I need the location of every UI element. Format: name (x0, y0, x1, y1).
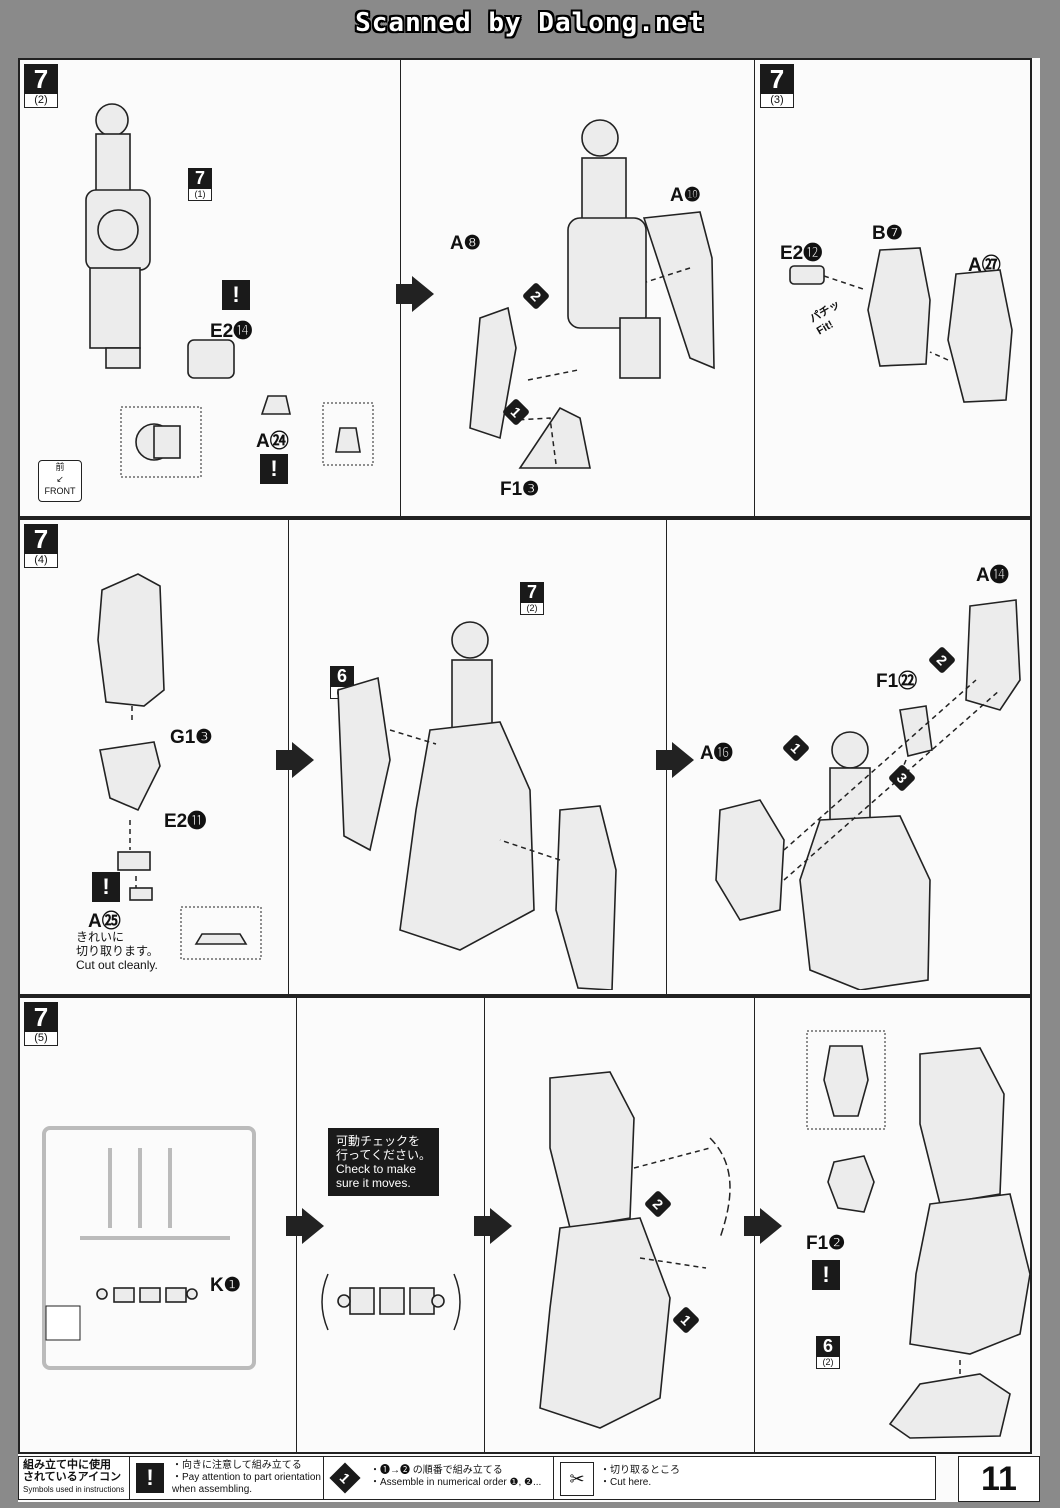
warning-icon: ! (260, 454, 288, 484)
scanner-watermark: Scanned by Dalong.net (355, 8, 705, 38)
part-a24-illustration (260, 395, 291, 415)
legend-cell-cut: ✂ ・切り取るところ・Cut here. (553, 1457, 734, 1499)
ref-badge-7-2: 7(2) (520, 582, 544, 615)
part-label-e2-11: E2⓫ (164, 811, 207, 832)
waist-parts-illustration (789, 247, 1013, 403)
part-label-a24: A㉔ (256, 431, 289, 452)
leg-frame-illustration (85, 103, 151, 369)
part-a25-illustration (129, 887, 153, 901)
cut-note: きれいに切り取ります。Cut out cleanly. (76, 930, 159, 972)
detail-box (120, 406, 202, 478)
next-arrow-icon (286, 1208, 324, 1244)
joint-part-illustration (321, 1273, 461, 1331)
leg-assembly-illustration (469, 119, 715, 469)
warning-icon: ! (136, 1463, 164, 1493)
instruction-sheet: 7(2) 7(1) ! E2⓮ A㉔ ! (18, 58, 1040, 1502)
leg-with-armor-illustration (337, 621, 617, 990)
step-badge-7-3: 7(3) (760, 64, 794, 108)
leg-foot-illustration (888, 1047, 1030, 1439)
part-label-a16: A⓰ (700, 743, 733, 764)
part-label-a8: A❽ (450, 233, 481, 254)
step-badge-7-4: 7(4) (24, 524, 58, 568)
part-label-e2-14: E2⓮ (210, 321, 253, 342)
next-arrow-icon (474, 1208, 512, 1244)
part-label-f1-2: F1❷ (806, 1233, 846, 1254)
warning-icon: ! (92, 872, 120, 902)
page-number: 11 (958, 1456, 1040, 1502)
foot-armor-illustration (827, 1155, 875, 1213)
part-e2-illustration (187, 339, 235, 379)
detail-box (806, 1030, 886, 1130)
leg-final-illustration (715, 599, 1021, 990)
part-label-k1: K❶ (210, 1275, 241, 1296)
part-label-e2-12: E2⓬ (780, 243, 823, 264)
front-direction-icon: 前↙FRONT (38, 460, 82, 502)
runner-k-illustration (42, 1126, 256, 1370)
detail-box (180, 906, 262, 960)
cut-here-icon: ✂ (560, 1462, 594, 1496)
next-arrow-icon (276, 742, 314, 778)
part-label-a14: A⓮ (976, 565, 1009, 586)
row-step-7-2-3: 7(2) 7(1) ! E2⓮ A㉔ ! (18, 58, 1032, 518)
step-order-icon: 1 (329, 1462, 361, 1494)
leg-joint-install-illustration (539, 1071, 731, 1429)
legend-cell-orientation: ! ・向きに注意して組み立てる・Pay attention to part or… (129, 1457, 324, 1499)
ref-badge-6-2: 6(2) (816, 1336, 840, 1369)
legend-cell-order: 1 ・❶→❷ の順番で組み立てる・Assemble in numerical o… (323, 1457, 554, 1499)
row-step-7-4: 7(4) G1❸ E2⓫ ! A㉕ きれいに切り取ります。Cut out cle… (18, 518, 1032, 996)
warning-icon: ! (812, 1260, 840, 1290)
part-label-f1-22: F1㉒ (876, 671, 918, 692)
step-badge-7-5: 7(5) (24, 1002, 58, 1046)
part-label-a10: A❿ (670, 185, 701, 206)
warning-icon: ! (222, 280, 250, 310)
divider (754, 60, 755, 516)
next-arrow-icon (744, 1208, 782, 1244)
detail-box (322, 402, 374, 466)
shin-armor-illustration (97, 573, 165, 900)
ref-badge-7-1: 7(1) (188, 168, 212, 201)
step-badge-7-2: 7(2) (24, 64, 58, 108)
part-label-f1-3: F1❸ (500, 479, 540, 500)
next-arrow-icon (396, 276, 434, 312)
part-label-a25: A㉕ (88, 911, 121, 932)
part-label-g1-3: G1❸ (170, 727, 213, 748)
part-label-b7: B❼ (872, 223, 903, 244)
next-arrow-icon (656, 742, 694, 778)
